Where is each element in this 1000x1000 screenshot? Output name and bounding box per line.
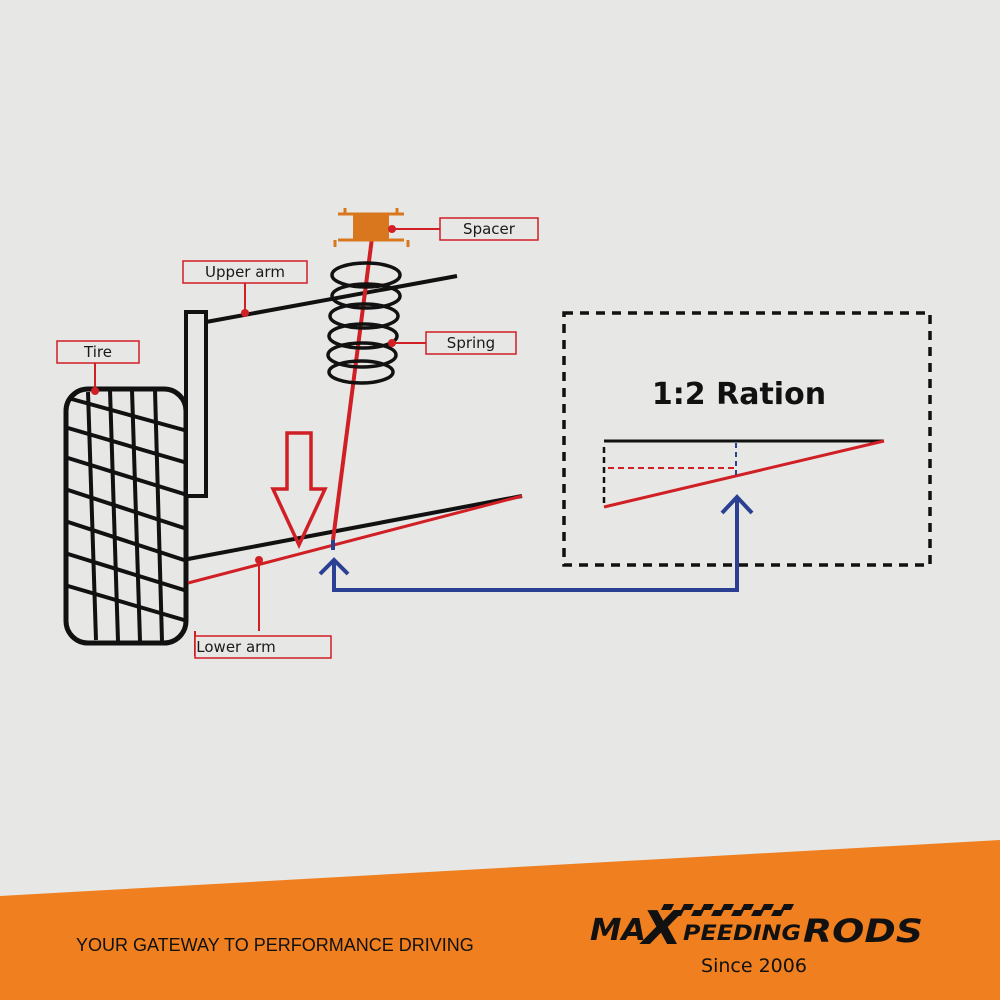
- callout-spacer: Spacer: [388, 217, 539, 241]
- lower-arm-displaced-line: [187, 494, 523, 585]
- spring-icon: [326, 261, 402, 385]
- callout-upper-arm: Upper arm: [182, 260, 308, 317]
- callout-spring: Spring: [388, 331, 517, 355]
- logo-part1: MA: [590, 913, 646, 948]
- blue-connector-arrow: [318, 494, 754, 592]
- ratio-diagram: [602, 439, 885, 509]
- ratio-title: 1:2 Ration: [652, 377, 826, 412]
- lower-arm-line: [187, 494, 523, 561]
- tire-label: Tire: [83, 343, 112, 361]
- upper-arm-label: Upper arm: [205, 263, 285, 281]
- tire-icon: [63, 386, 189, 646]
- checkered-flag-icon: [661, 904, 794, 916]
- logo-x: X: [639, 901, 685, 955]
- spacer-icon: [333, 208, 410, 247]
- spacer-label: Spacer: [463, 220, 516, 238]
- knuckle: [184, 310, 208, 498]
- since-label: Since 2006: [701, 955, 807, 977]
- callout-tire: Tire: [56, 340, 140, 395]
- ratio-box: [562, 311, 932, 567]
- lower-arm-label: Lower arm: [196, 638, 275, 656]
- brand-logo: MA X PEEDING RODS Since 2006: [590, 901, 923, 977]
- logo-part3: RODS: [803, 912, 923, 950]
- logo-part2: PEEDING: [683, 921, 801, 945]
- spring-label: Spring: [447, 334, 495, 352]
- callout-lower-arm: Lower arm: [194, 556, 332, 659]
- footer-band: [0, 840, 1000, 1000]
- footer-tagline: YOUR GATEWAY TO PERFORMANCE DRIVING: [76, 935, 474, 955]
- down-arrow-icon: [270, 431, 328, 550]
